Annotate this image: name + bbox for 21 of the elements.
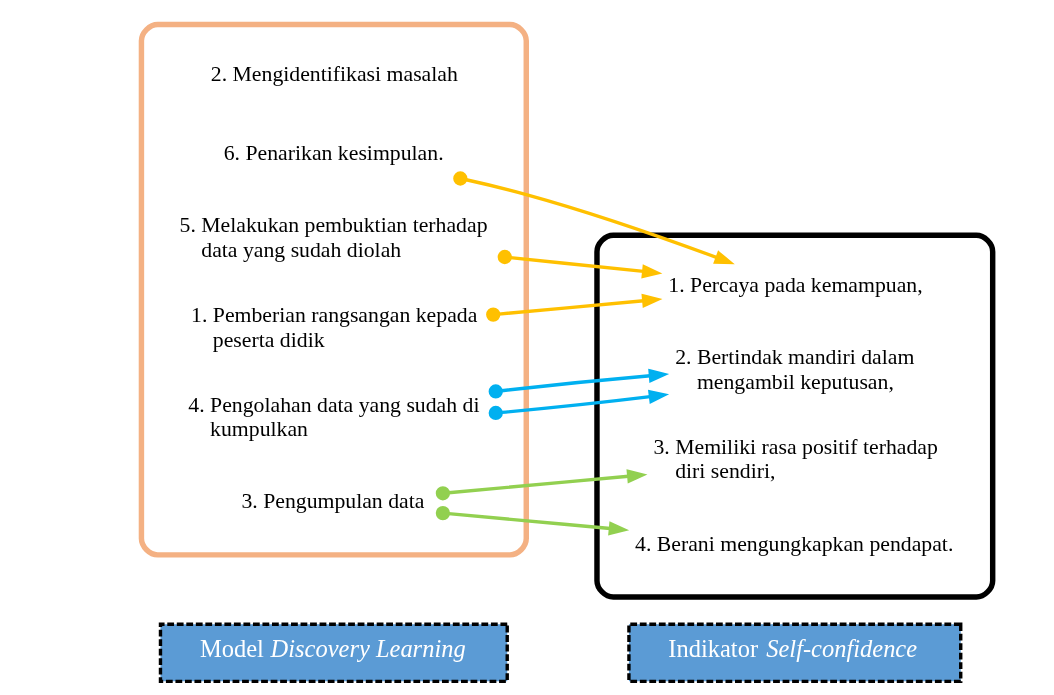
node-box: Indikator Self-confidence	[627, 622, 963, 684]
node-text: 2. Bertindak mandiri dalam mengambil keputusan,	[675, 345, 915, 394]
arrow	[435, 505, 630, 536]
node-text: 3. Pengumpulan data	[241, 489, 425, 514]
node-text: 1. Pemberian rangsangan kepada peserta didik	[191, 303, 478, 352]
node-text: 6. Penarikan kesimpulan.	[223, 141, 444, 166]
node-text: 3. Memiliki rasa positif terhadap diri sendiri,	[653, 434, 938, 484]
cluster	[138, 21, 529, 558]
node-box: Model Discovery Learning	[158, 622, 509, 684]
arrow	[488, 389, 670, 421]
node-text: 4. Berani mengungkapkan pendapat.	[635, 531, 954, 556]
node-text: 5. Melakukan pembuktian terhadap data yang sudah diolah	[179, 213, 488, 262]
arrow	[453, 171, 735, 265]
cluster	[594, 232, 996, 600]
node-text: 4. Pengolahan data yang sudah di kumpulkan	[188, 392, 480, 442]
arrow	[497, 249, 663, 279]
arrow	[488, 368, 670, 399]
arrow	[486, 293, 663, 322]
arrow	[435, 469, 648, 501]
node-text: 2. Mengidentifikasi masalah	[210, 62, 458, 87]
node-text: 1. Percaya pada kemampuan,	[668, 273, 923, 298]
